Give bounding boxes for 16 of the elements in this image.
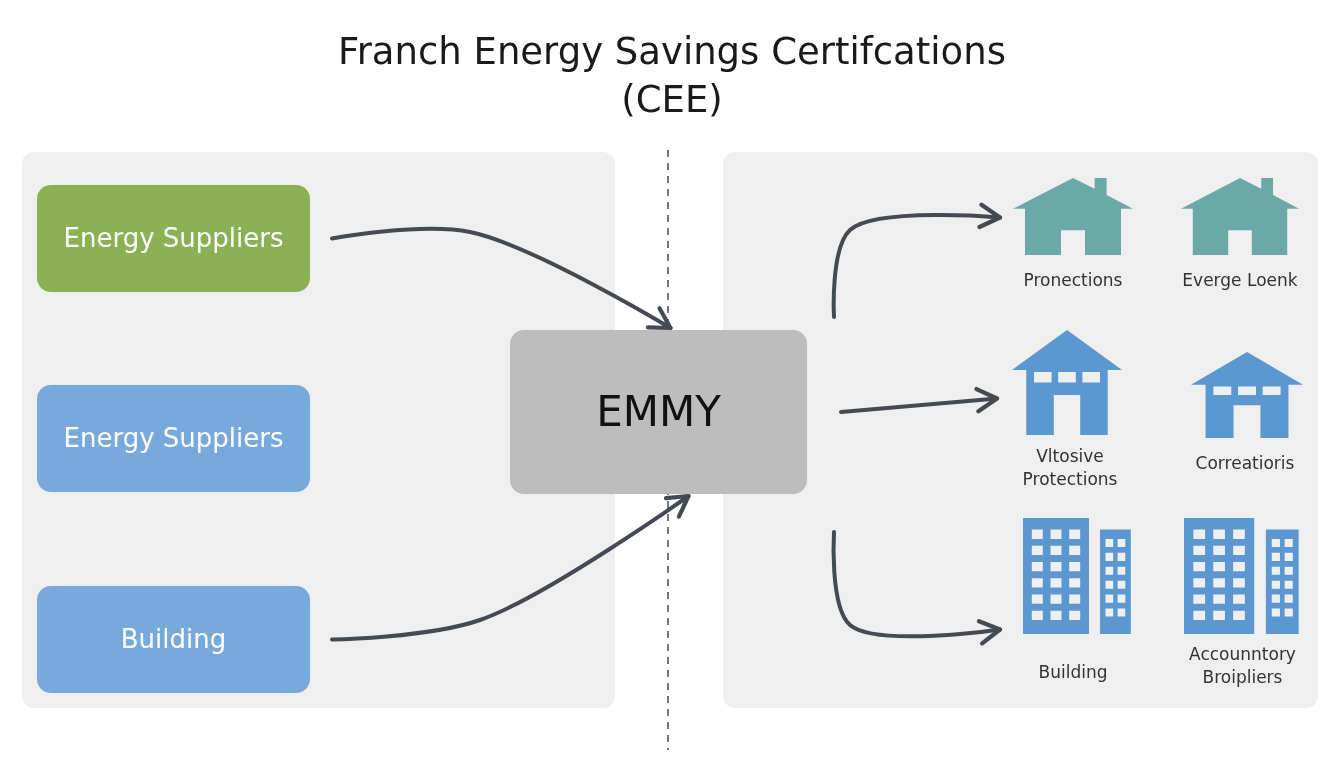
- arrow: [330, 493, 691, 642]
- icon-label: Accounntory Broipliers: [1188, 643, 1297, 689]
- title: Franch Energy Savings Certifcations (CEE): [337, 29, 1007, 123]
- icon-label: Vltosive Protections: [1021, 445, 1119, 491]
- icon-label: Pronections: [1022, 269, 1124, 292]
- process-box: Building: [37, 586, 310, 693]
- process-box: Energy Suppliers: [37, 185, 310, 292]
- icon-label: Building: [1037, 661, 1109, 684]
- arrow: [831, 530, 1003, 646]
- arrow: [839, 386, 1000, 414]
- arrow: [330, 226, 673, 331]
- arrow: [831, 202, 1003, 319]
- process-box: Energy Suppliers: [37, 385, 310, 492]
- icon-label: Correatioris: [1194, 452, 1296, 475]
- process-box: EMMY: [510, 330, 807, 494]
- icon-label: Everge Loenk: [1181, 269, 1299, 292]
